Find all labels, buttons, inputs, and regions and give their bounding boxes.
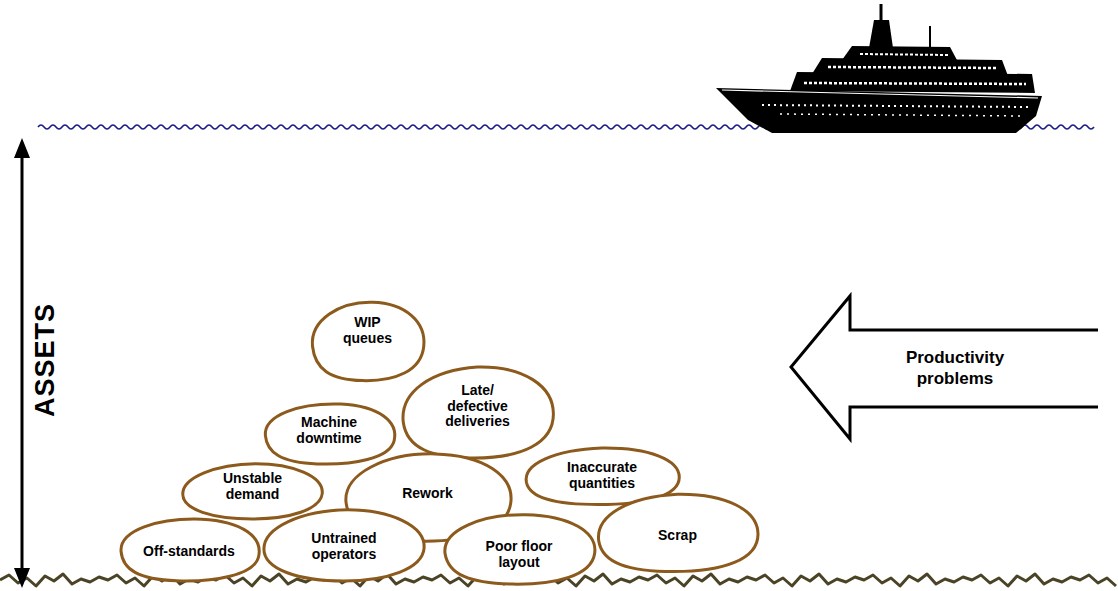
problem-rock: Machine downtime <box>255 400 403 468</box>
ship-windows <box>860 54 948 55</box>
rock-label: Unstable demand <box>205 471 300 502</box>
arrow-outline <box>790 295 1098 440</box>
ship-windows <box>828 67 998 68</box>
arrow-shape <box>791 296 1098 439</box>
rock-shape <box>264 510 424 581</box>
ship-windows <box>804 83 1026 84</box>
cruise-ship <box>716 4 1042 133</box>
arrow-head <box>14 568 30 588</box>
rock-label: Untrained operators <box>289 531 399 562</box>
rock-label: WIP queues <box>333 315 403 346</box>
ship-deck <box>842 46 958 62</box>
ship-hull <box>716 88 1042 133</box>
problem-rock: Unstable demand <box>175 460 330 522</box>
rock-shape <box>403 367 553 458</box>
ship-mast <box>929 26 931 48</box>
arrow-shaft <box>21 152 24 574</box>
problem-arrow: Productivity problems <box>790 295 1098 440</box>
arrow-label: Productivity problems <box>890 330 1020 407</box>
rock-label: Inaccurate quantities <box>550 460 655 491</box>
problem-rock: Untrained operators <box>255 505 433 585</box>
rock-label: Off-standards <box>124 544 254 560</box>
axis-label: ASSETS <box>30 303 61 417</box>
problem-rock: Off-standards <box>110 515 268 585</box>
rock-shape <box>598 494 758 571</box>
assets-arrow <box>14 138 30 588</box>
ship-portholes <box>762 105 1030 107</box>
rock-shape <box>183 464 323 519</box>
ship-funnel <box>869 20 893 48</box>
rock-label: Machine downtime <box>282 415 377 446</box>
rock-label: Late/ defective deliveries <box>435 383 520 430</box>
arrow-head <box>14 138 30 158</box>
problem-rock: Poor floor layout <box>435 510 603 588</box>
rock-label: Scrap <box>628 528 728 544</box>
rock-shape <box>445 515 595 584</box>
rock-shape <box>265 404 394 464</box>
rock-label: Rework <box>383 486 473 502</box>
problem-rock: Scrap <box>590 490 765 575</box>
ship-portholes <box>780 114 1024 116</box>
problem-rock: Late/ defective deliveries <box>395 362 560 462</box>
rock-shape <box>121 519 259 581</box>
problem-rock: WIP queues <box>305 297 430 385</box>
rock-shape <box>312 302 424 380</box>
hull-stripe <box>722 90 1038 98</box>
rock-label: Poor floor layout <box>472 539 567 570</box>
ship-mast <box>880 4 883 22</box>
